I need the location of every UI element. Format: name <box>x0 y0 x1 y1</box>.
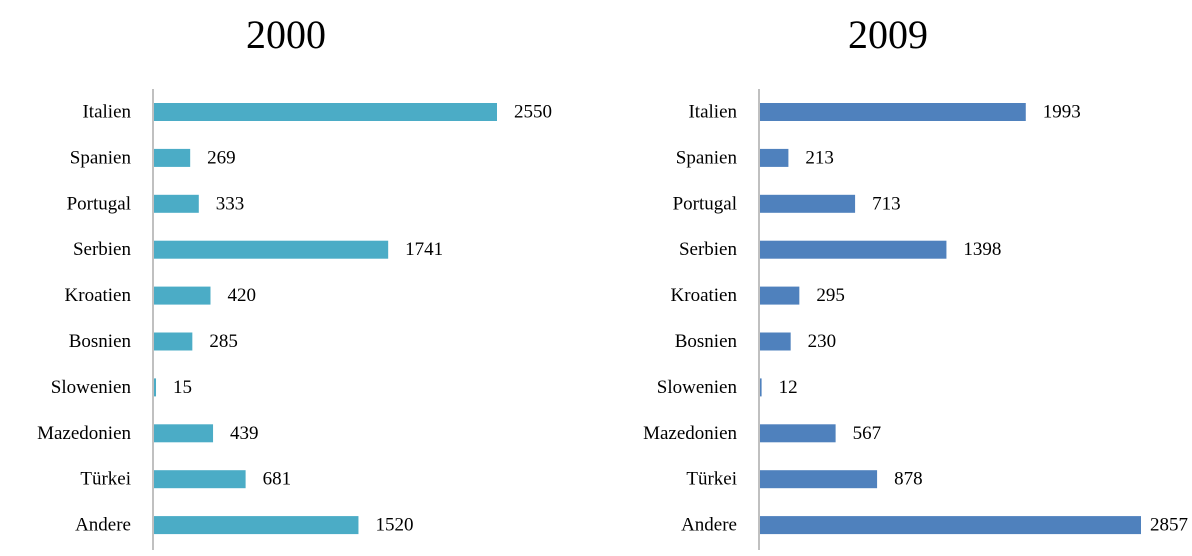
bar <box>154 332 193 351</box>
bar <box>154 470 246 489</box>
bar <box>760 240 947 259</box>
category-label: Andere <box>75 515 131 536</box>
bar <box>760 148 789 167</box>
bar <box>154 148 191 167</box>
bar <box>154 286 211 305</box>
category-label: Andere <box>681 515 737 536</box>
bar <box>154 424 214 443</box>
data-label: 230 <box>808 331 837 352</box>
category-label: Spanien <box>70 147 132 168</box>
bar <box>154 240 389 259</box>
data-label: 295 <box>816 285 845 306</box>
data-label: 420 <box>227 285 256 306</box>
data-label: 439 <box>230 423 259 444</box>
data-label: 1741 <box>405 239 443 260</box>
category-label: Türkei <box>80 469 131 490</box>
chart-title: 2009 <box>848 12 928 57</box>
category-label: Slowenien <box>51 377 132 398</box>
bar <box>154 516 359 535</box>
bar <box>760 286 800 305</box>
data-label: 1993 <box>1043 102 1081 123</box>
chart-title: 2000 <box>246 12 326 57</box>
category-label: Slowenien <box>657 377 738 398</box>
data-label: 567 <box>853 423 882 444</box>
bar <box>154 194 199 213</box>
data-label: 2857 <box>1150 515 1188 536</box>
data-label: 1398 <box>963 239 1001 260</box>
data-label: 269 <box>207 147 236 168</box>
data-label: 878 <box>894 469 923 490</box>
bar <box>760 516 1141 535</box>
category-label: Portugal <box>67 193 131 214</box>
category-label: Spanien <box>676 147 738 168</box>
data-label: 15 <box>173 377 192 398</box>
data-label: 2550 <box>514 102 552 123</box>
bar <box>760 470 878 489</box>
data-label: 681 <box>263 469 292 490</box>
category-label: Italien <box>688 102 737 123</box>
category-label: Kroatien <box>65 285 132 306</box>
bar <box>760 332 791 351</box>
category-label: Italien <box>82 102 131 123</box>
category-label: Bosnien <box>675 331 738 352</box>
category-label: Serbien <box>679 239 738 260</box>
category-label: Portugal <box>673 193 737 214</box>
bar <box>760 103 1026 121</box>
bar <box>760 194 856 213</box>
data-label: 713 <box>872 193 901 214</box>
bar <box>760 378 762 397</box>
category-label: Bosnien <box>69 331 132 352</box>
category-label: Serbien <box>73 239 132 260</box>
bar <box>154 378 157 397</box>
data-label: 1520 <box>375 515 413 536</box>
category-label: Mazedonien <box>643 423 737 444</box>
data-label: 12 <box>779 377 798 398</box>
bar <box>154 103 497 121</box>
category-label: Mazedonien <box>37 423 131 444</box>
data-label: 333 <box>216 193 245 214</box>
data-label: 285 <box>209 331 238 352</box>
category-label: Türkei <box>686 469 737 490</box>
category-label: Kroatien <box>671 285 738 306</box>
data-label: 213 <box>805 147 834 168</box>
bar <box>760 424 836 443</box>
